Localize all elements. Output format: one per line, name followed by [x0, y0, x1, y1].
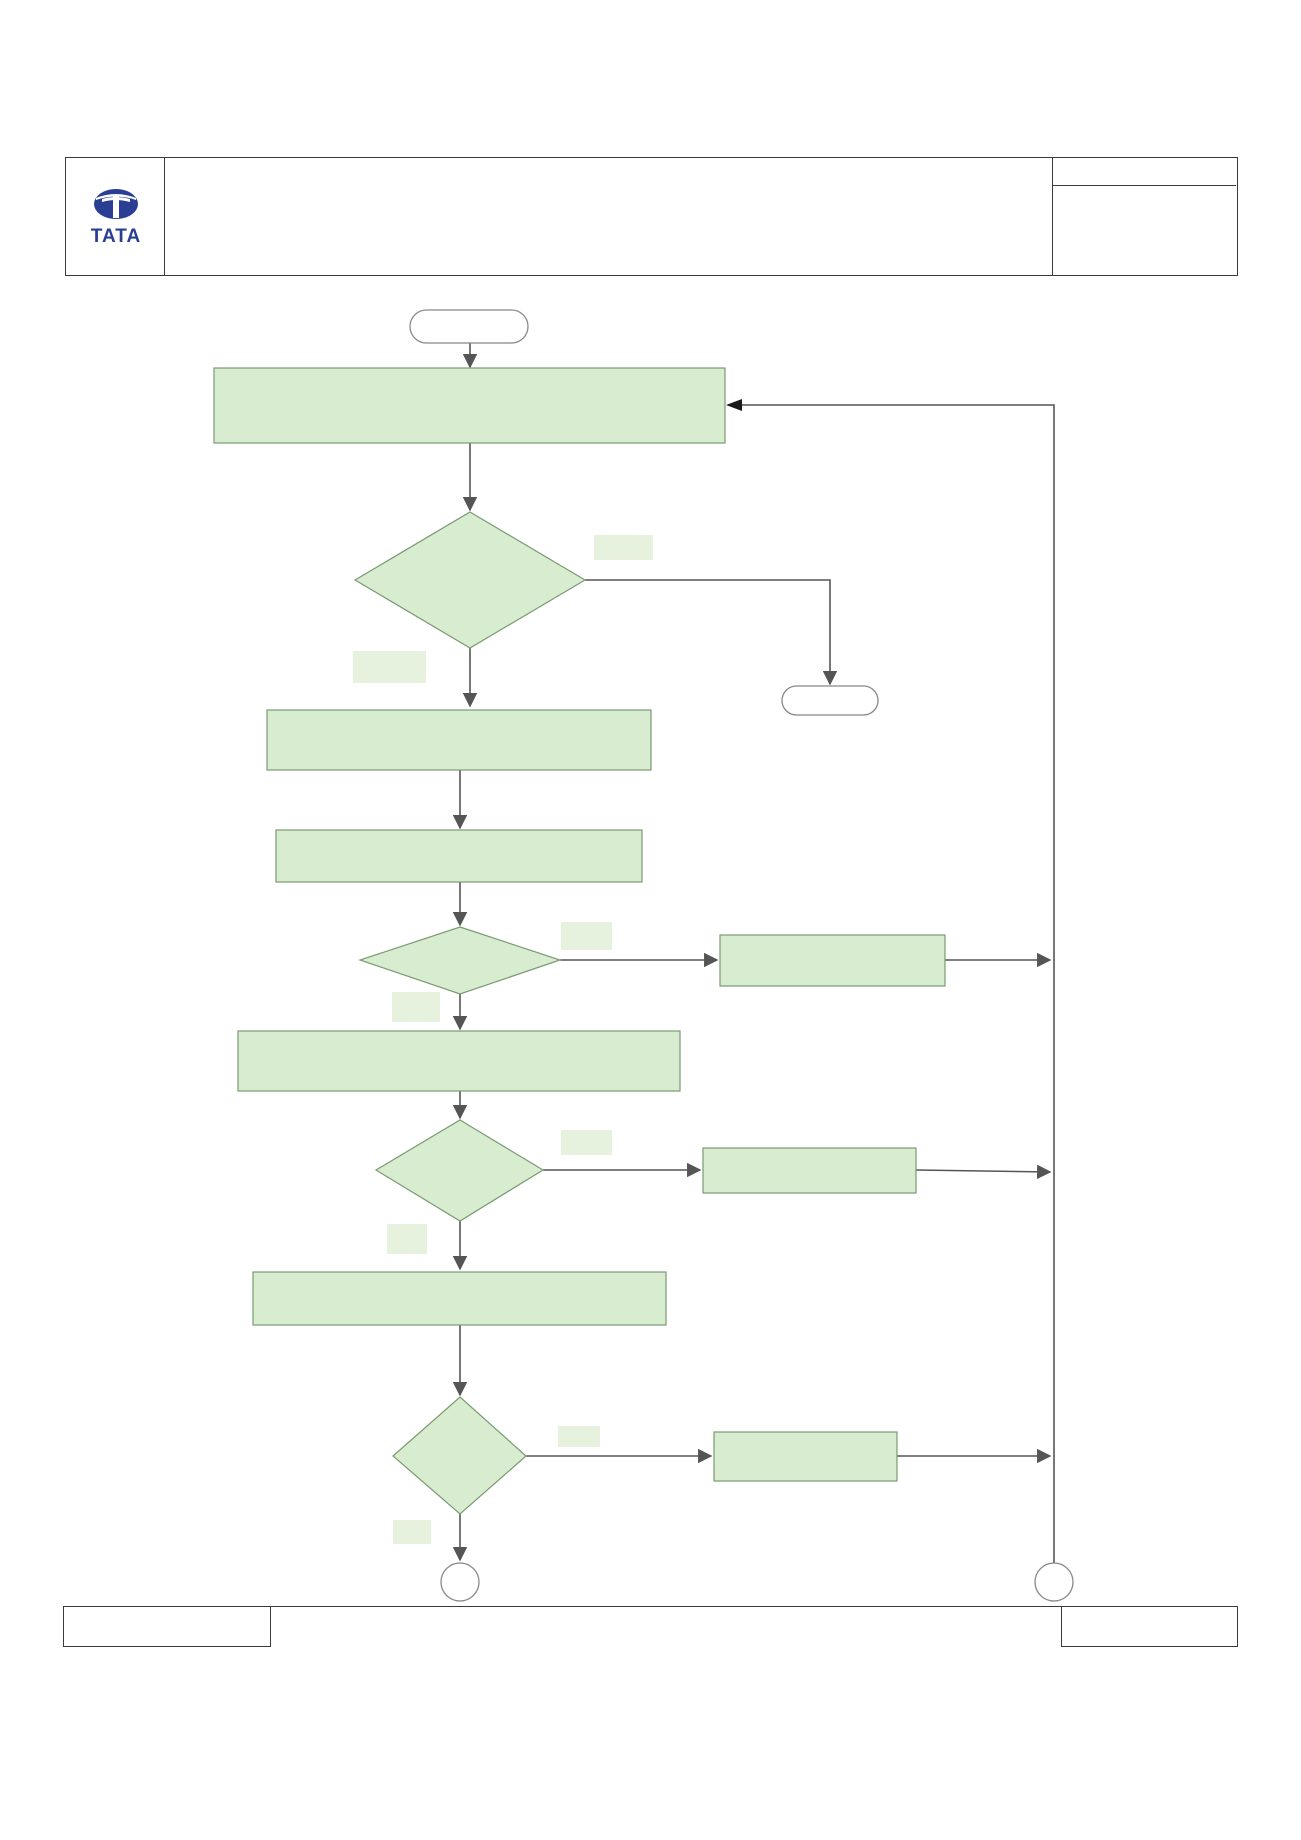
- header-title-cell: [165, 158, 1053, 275]
- tata-logo: TATA: [91, 189, 141, 247]
- process-step-4: [237, 1030, 681, 1092]
- edge-label-d3-right: [561, 1130, 612, 1155]
- decision-2: [358, 926, 562, 995]
- loop-arrowhead: [726, 399, 742, 411]
- terminal-end: [781, 685, 879, 716]
- document-header: TATA: [65, 157, 1238, 276]
- decision-1: [353, 511, 587, 649]
- connector-bottom: [440, 1562, 480, 1602]
- decision-4: [392, 1396, 527, 1515]
- footer-left-cell: [63, 1605, 271, 1647]
- process-step-1: [213, 367, 726, 444]
- process-step-2: [266, 709, 652, 771]
- decision-3: [374, 1119, 545, 1222]
- process-step-3: [275, 829, 643, 883]
- edge-label-d2-down: [392, 992, 440, 1022]
- edge-label-d1-down: [353, 651, 426, 683]
- edge-label-d2-right: [561, 922, 612, 950]
- edge-label-d3-down: [387, 1224, 427, 1254]
- connectors: [452, 343, 1055, 1563]
- footer-middle-cell: [271, 1607, 1061, 1646]
- process-step-5: [252, 1271, 667, 1326]
- document-footer: [63, 1605, 1238, 1647]
- process-side-4: [713, 1431, 898, 1482]
- edge-label-d1-right: [594, 535, 653, 560]
- svg-text:TATA: TATA: [91, 226, 141, 247]
- connector-loop: [1034, 1562, 1074, 1602]
- edge-decision1-end: [585, 579, 838, 686]
- header-logo-cell: TATA: [66, 158, 165, 275]
- footer-right-cell: [1061, 1605, 1238, 1647]
- process-side-2: [719, 934, 946, 987]
- header-doc-number-cell: [1053, 158, 1236, 186]
- edge-loop-back-to-step1: [728, 404, 1055, 1563]
- process-side-3: [702, 1147, 917, 1194]
- edge-label-d4-down: [393, 1520, 431, 1544]
- terminal-start: [409, 309, 529, 344]
- edge-label-d4-right: [558, 1426, 600, 1447]
- edge-side3-loop: [915, 1164, 1052, 1180]
